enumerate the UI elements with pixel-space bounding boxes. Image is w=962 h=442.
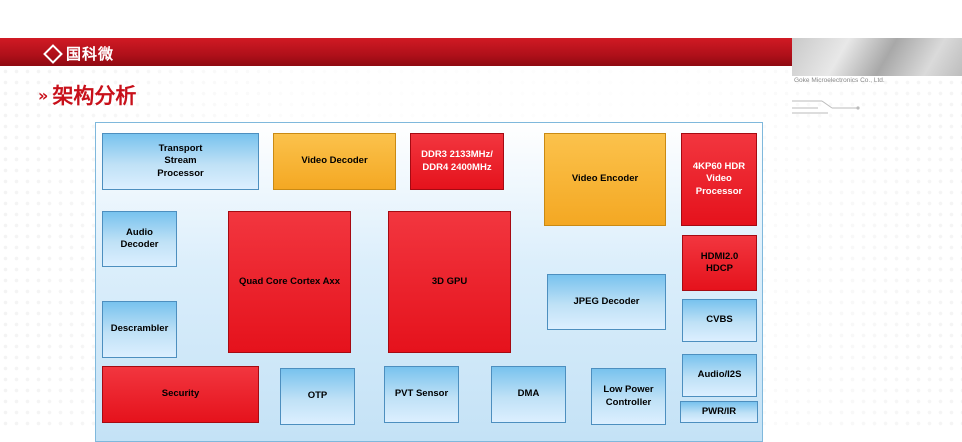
- block-audio-i2s: Audio/I2S: [682, 354, 757, 397]
- block-dma: DMA: [491, 366, 566, 423]
- block-cvbs: CVBS: [682, 299, 757, 342]
- block-transport-stream-processor: Transport Stream Processor: [102, 133, 259, 190]
- block-security: Security: [102, 366, 259, 423]
- block-cpu: Quad Core Cortex Axx: [228, 211, 351, 353]
- block-hdr-video-processor: 4KP60 HDR Video Processor: [681, 133, 757, 226]
- header-banner: [0, 38, 792, 66]
- title-marker: »: [38, 86, 49, 105]
- logo-diamond-icon: [43, 43, 63, 64]
- company-logo: 国科微: [43, 43, 115, 64]
- block-low-power-controller: Low Power Controller: [591, 368, 666, 425]
- circuit-lines-icon: [792, 100, 860, 114]
- block-hdmi-hdcp: HDMI2.0 HDCP: [682, 235, 757, 291]
- block-otp: OTP: [280, 368, 355, 425]
- block-jpeg-decoder: JPEG Decoder: [547, 274, 666, 330]
- block-ddr: DDR3 2133MHz/ DDR4 2400MHz: [410, 133, 504, 190]
- block-video-decoder: Video Decoder: [273, 133, 396, 190]
- page-title: »架构分析: [38, 80, 136, 110]
- block-pvt-sensor: PVT Sensor: [384, 366, 459, 423]
- architecture-diagram: Transport Stream Processor Video Decoder…: [95, 122, 763, 442]
- title-text: 架构分析: [52, 84, 137, 108]
- top-strip: [0, 0, 962, 38]
- block-video-encoder: Video Encoder: [544, 133, 666, 226]
- block-pwr-ir: PWR/IR: [680, 401, 758, 423]
- logo-text: 国科微: [66, 45, 115, 63]
- block-descrambler: Descrambler: [102, 301, 177, 358]
- block-gpu: 3D GPU: [388, 211, 511, 353]
- company-name: Goke Microelectronics Co., Ltd.: [794, 77, 885, 84]
- block-audio-decoder: Audio Decoder: [102, 211, 177, 267]
- header-graphic: [792, 38, 962, 76]
